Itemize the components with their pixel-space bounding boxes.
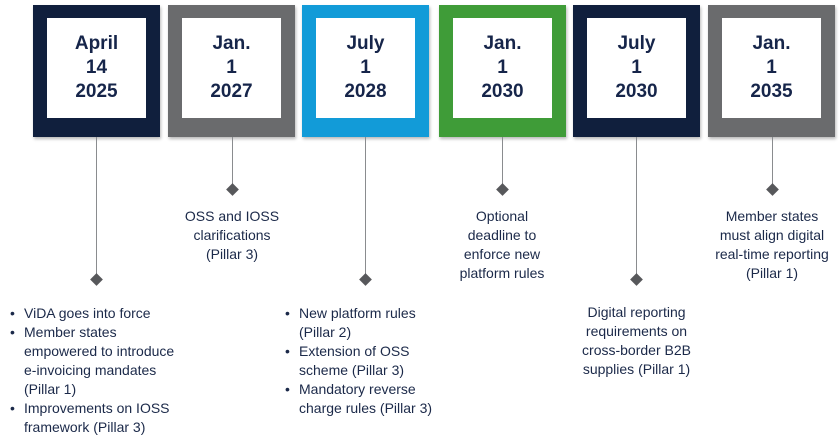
milestone-note: Optional deadline to enforce new platfor…: [459, 208, 545, 281]
milestone-box-jan-1-2027: Jan. 1 2027: [168, 5, 295, 137]
date-line-year: 2027: [210, 81, 253, 102]
date-line-day: 1: [497, 57, 508, 78]
milestone-date-panel: July 1 2030: [587, 18, 686, 118]
date-line-day: 1: [766, 57, 777, 78]
diamond-marker: [766, 183, 779, 196]
milestone-note: Member states must align digital real-ti…: [715, 208, 829, 281]
diamond-marker: [630, 273, 643, 286]
date-line-month: April: [74, 33, 119, 54]
connector-line: [502, 137, 503, 185]
milestone-date-label: Jan. 1 2030: [481, 32, 523, 104]
date-line-month: July: [346, 33, 385, 54]
milestone-box-jan-1-2030: Jan. 1 2030: [439, 5, 566, 137]
milestone-date-panel: Jan. 1 2035: [722, 18, 821, 118]
date-line-year: 2030: [615, 81, 658, 102]
milestone-date-label: July 1 2028: [344, 32, 386, 104]
milestone-box-jan-1-2035: Jan. 1 2035: [708, 5, 835, 137]
milestone-date-panel: July 1 2028: [316, 18, 415, 118]
date-line-day: 1: [631, 57, 642, 78]
milestone-date-label: April 14 2025: [75, 32, 118, 104]
date-line-day: 1: [226, 57, 237, 78]
milestone-date-panel: Jan. 1 2030: [453, 18, 552, 118]
milestone-note: Digital reporting requirements on cross-…: [582, 304, 691, 377]
date-line-day: 1: [360, 57, 371, 78]
milestone-date-label: Jan. 1 2027: [210, 32, 252, 104]
milestone-box-july-1-2028: July 1 2028: [302, 5, 429, 137]
milestone-box-april-14-2025: April 14 2025: [33, 5, 160, 137]
date-line-month: July: [617, 33, 656, 54]
milestone-details-list: ViDA goes into force Member states empow…: [8, 304, 188, 437]
diamond-marker: [226, 183, 239, 196]
milestone-date-panel: April 14 2025: [47, 18, 146, 118]
date-line-month: Jan.: [752, 33, 791, 54]
diamond-marker: [359, 273, 372, 286]
bullet-item: Improvements on IOSS framework (Pillar 3…: [8, 399, 188, 437]
milestone-note: OSS and IOSS clarifications (Pillar 3): [184, 208, 280, 262]
connector-line: [232, 137, 233, 185]
bullet-item: Extension of OSS scheme (Pillar 3): [283, 342, 443, 380]
milestone-box-july-1-2030: July 1 2030: [573, 5, 700, 137]
connector-line: [365, 137, 366, 275]
milestone-details-list: New platform rules (Pillar 2) Extension …: [283, 304, 443, 418]
bullet-item: ViDA goes into force: [8, 304, 188, 323]
milestone-date-label: July 1 2030: [615, 32, 657, 104]
date-line-year: 2030: [481, 81, 524, 102]
milestone-date-label: Jan. 1 2035: [750, 32, 792, 104]
date-line-year: 2028: [344, 81, 387, 102]
bullet-item: Member states empowered to introduce e-i…: [8, 323, 188, 399]
bullet-item: New platform rules (Pillar 2): [283, 304, 443, 342]
connector-line: [772, 137, 773, 185]
date-line-year: 2025: [75, 81, 118, 102]
bullet-item: Mandatory reverse charge rules (Pillar 3…: [283, 380, 443, 418]
date-line-year: 2035: [750, 81, 793, 102]
date-line-month: Jan.: [212, 33, 251, 54]
connector-line: [636, 137, 637, 275]
date-line-month: Jan.: [483, 33, 522, 54]
diamond-marker: [496, 183, 509, 196]
connector-line: [96, 137, 97, 275]
diamond-marker: [90, 273, 103, 286]
milestone-date-panel: Jan. 1 2027: [182, 18, 281, 118]
date-line-day: 14: [85, 57, 108, 78]
